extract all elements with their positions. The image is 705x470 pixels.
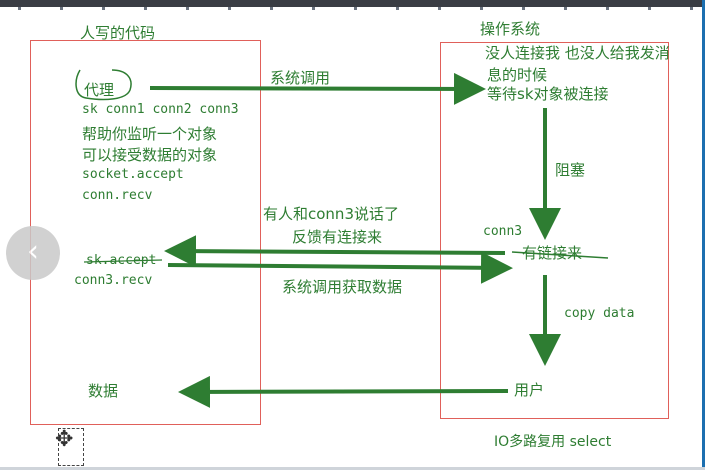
idle-line-1: 没人连接我 也没人给我发消 (485, 44, 670, 62)
window-top-bar (0, 0, 705, 7)
syscall-arrow (149, 72, 486, 105)
operating-system-title: 操作系统 (480, 20, 541, 38)
syscall-get-data-arrow (167, 251, 513, 284)
listen-object-line: 帮助你监听一个对象 (82, 125, 218, 143)
operating-system-box (440, 42, 669, 419)
receive-object-line: 可以接受数据的对象 (82, 146, 218, 164)
feedback-label-1: 有人和conn3说话了 (263, 205, 399, 223)
syscall-label: 系统调用 (270, 69, 331, 87)
window-right-edge (702, 0, 705, 470)
move-handle[interactable]: ✥ (55, 427, 84, 466)
conn3-label: conn3 (483, 224, 523, 239)
chevron-left-icon: ‹ (27, 234, 39, 269)
data-label: 数据 (88, 382, 119, 400)
blocking-label: 阻塞 (555, 161, 586, 179)
socket-accept-line: socket.accept (82, 167, 184, 182)
move-icon: ✥ (55, 427, 74, 452)
waiting-line: 等待sk对象被连接 (487, 85, 609, 103)
sk-accept-strike (83, 259, 163, 263)
copy-data-label: copy data (564, 306, 635, 321)
feedback-arrow (164, 235, 506, 268)
user-label: 用户 (514, 381, 545, 399)
proxy-label: 代理 (84, 81, 115, 99)
has-connection-label: 有链接来 (522, 244, 583, 262)
user-code-title: 人写的代码 (80, 24, 156, 42)
feedback-label-2: 反馈有连接来 (292, 228, 383, 246)
idle-line-2: 息的时候 (487, 66, 548, 84)
syscall-get-data-label: 系统调用获取数据 (282, 278, 403, 296)
conn-recv-line: conn.recv (82, 188, 153, 203)
window-bottom-edge (0, 467, 705, 470)
proxy-circle (75, 69, 132, 101)
previous-slide-button[interactable]: ‹ (6, 226, 60, 280)
conn3-recv-line: conn3.recv (74, 273, 153, 288)
io-multiplexing-label: IO多路复用 select (494, 434, 612, 450)
data-return-arrow (178, 375, 509, 408)
sockets-line: sk conn1 conn2 conn3 (82, 102, 239, 117)
has-connection-strike (511, 251, 609, 259)
